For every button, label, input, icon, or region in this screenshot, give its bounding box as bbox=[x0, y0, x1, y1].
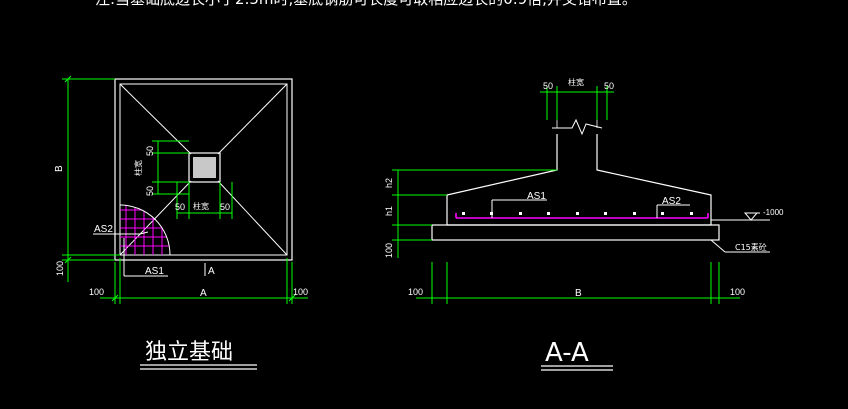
plan-dim-50-left: 50 bbox=[145, 186, 155, 196]
plan-dim-100-right: 100 bbox=[293, 287, 308, 297]
plan-col-width: 柱宽 bbox=[193, 201, 209, 211]
section-leaders bbox=[491, 199, 770, 253]
section-dim-h1: h1 bbox=[384, 206, 394, 216]
section-footing-outline bbox=[446, 134, 712, 225]
slope-line-tr bbox=[217, 83, 288, 155]
plan-section-mark: A bbox=[208, 266, 215, 277]
plan-leaders bbox=[93, 231, 206, 277]
plan-inner-boundary bbox=[119, 83, 288, 256]
plan-label-as1: AS1 bbox=[145, 266, 164, 277]
plan-dim-50-top: 50 bbox=[145, 146, 155, 156]
rebar-quarter-arc bbox=[119, 204, 171, 256]
section-view: 50 柱宽 50 h2 h1 100 AS1 AS2 -1000 C15素砼 B… bbox=[384, 77, 784, 371]
section-dim-h2: h2 bbox=[384, 178, 394, 188]
plan-dim-50-bottom-left: 50 bbox=[175, 202, 185, 212]
plan-dim-b: B bbox=[54, 165, 65, 172]
plan-dim-a: A bbox=[200, 288, 207, 299]
plan-outer-boundary bbox=[114, 78, 293, 261]
section-dim-b: B bbox=[575, 288, 582, 299]
c15-pad bbox=[431, 224, 720, 241]
section-dim-100-right: 100 bbox=[730, 287, 745, 297]
section-elevation: -1000 bbox=[763, 208, 784, 217]
section-dim-50-left: 50 bbox=[543, 81, 553, 91]
slope-line-br bbox=[217, 180, 288, 256]
section-dim-100: 100 bbox=[384, 243, 394, 258]
section-pad-label: C15素砼 bbox=[735, 242, 767, 252]
section-col-width: 柱宽 bbox=[568, 77, 584, 87]
section-label-as1: AS1 bbox=[527, 191, 546, 202]
plan-dim-50-bottom-right: 50 bbox=[220, 202, 230, 212]
section-dim-100-left: 100 bbox=[408, 287, 423, 297]
plan-col-width-vertical: 柱宽 bbox=[133, 160, 143, 176]
section-dimensions bbox=[392, 86, 740, 304]
column-outline bbox=[188, 152, 221, 183]
plan-label-as2: AS2 bbox=[94, 224, 113, 235]
plan-dim-100-bottom: 100 bbox=[89, 287, 104, 297]
section-dim-50-right: 50 bbox=[604, 81, 614, 91]
plan-dimensions bbox=[62, 75, 308, 304]
slope-line-bl bbox=[119, 180, 192, 256]
section-label-as2: AS2 bbox=[662, 196, 681, 207]
header-note: 注:当基础底边长小于2.5m时,基底钢筋可长度可取相应边长的0.9倍,并交错布置… bbox=[95, 0, 637, 8]
plan-dim-100-left: 100 bbox=[55, 261, 65, 276]
plan-title: 独立基础 bbox=[145, 340, 233, 365]
column-break-line bbox=[552, 118, 603, 136]
column-fill bbox=[193, 157, 216, 178]
slope-line-tl bbox=[119, 83, 192, 155]
section-title: A-A bbox=[545, 338, 589, 368]
